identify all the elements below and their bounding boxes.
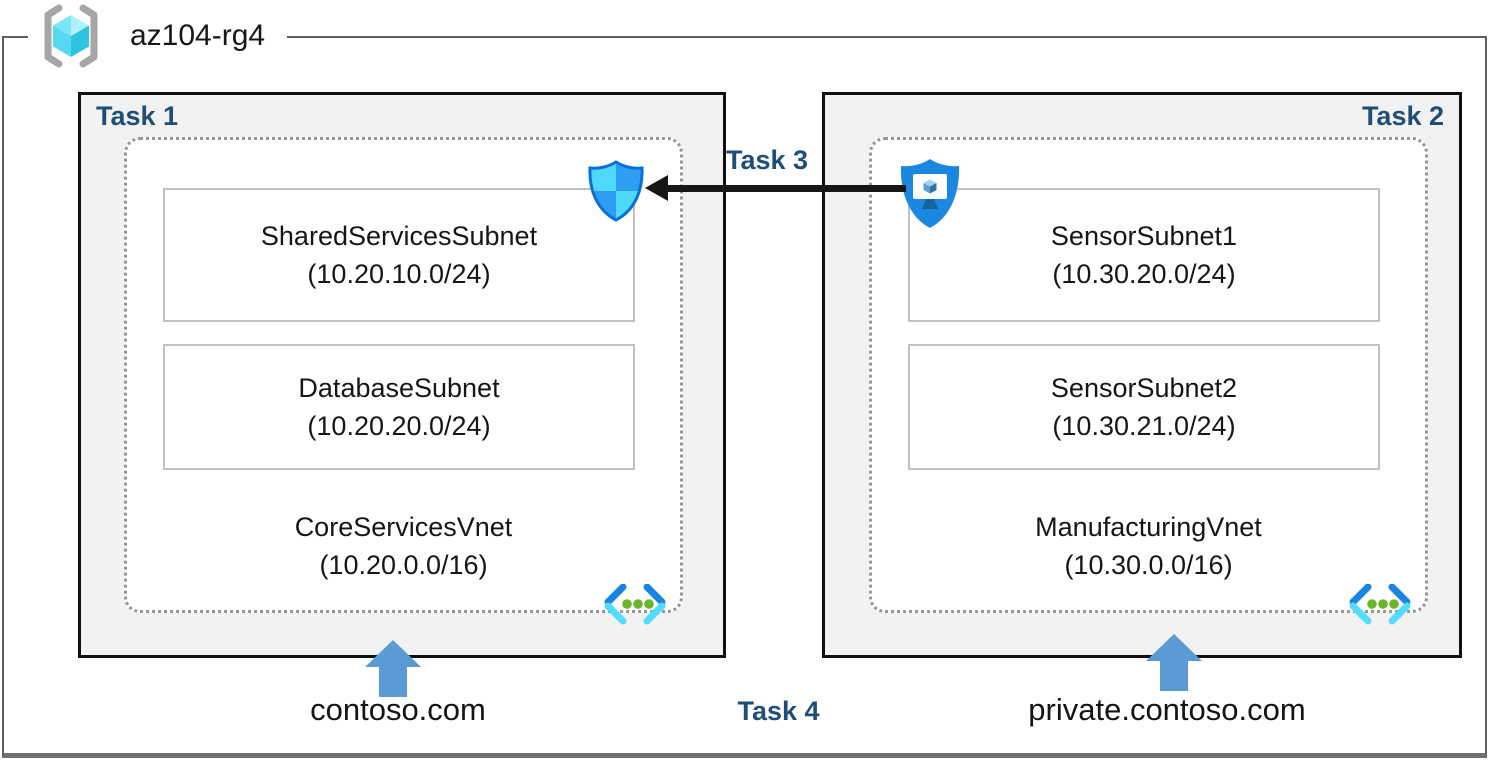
dns-up-arrow-icon <box>365 640 421 697</box>
shared-services-subnet-box: SharedServicesSubnet (10.20.10.0/24) <box>163 188 635 322</box>
dns-zone-label-private-contoso: private.contoso.com <box>1028 692 1306 727</box>
subnet-cidr: (10.20.10.0/24) <box>307 259 491 289</box>
subnet-name: DatabaseSubnet <box>298 373 500 403</box>
virtual-network-icon <box>1349 584 1411 625</box>
up-arrow-head <box>1146 634 1202 661</box>
virtual-network-icon <box>604 584 666 625</box>
peering-arrow-shaft <box>666 185 906 192</box>
sensor-subnet1-box: SensorSubnet1 (10.30.20.0/24) <box>908 188 1380 322</box>
task1-label: Task 1 <box>96 101 179 131</box>
up-arrow-head <box>365 640 421 667</box>
dns-up-arrow-icon <box>1146 634 1202 691</box>
subnet-name: SensorSubnet2 <box>1050 373 1238 403</box>
vnet-caption: CoreServicesVnet (10.20.0.0/16) <box>127 508 680 584</box>
resource-group-header: az104-rg4 <box>28 2 288 70</box>
subnet-name: SharedServicesSubnet <box>260 221 538 251</box>
subnet-cidr: (10.30.21.0/24) <box>1052 411 1236 441</box>
peering-arrow-left-head-icon <box>645 175 668 201</box>
up-arrow-shaft <box>379 667 407 697</box>
subnet-cidr: (10.20.20.0/24) <box>307 411 491 441</box>
task3-label: Task 3 <box>725 145 809 175</box>
core-services-vnet-box: SharedServicesSubnet (10.20.10.0/24) Dat… <box>124 137 683 625</box>
up-arrow-shaft <box>1160 661 1188 691</box>
vnet-name: CoreServicesVnet <box>294 512 513 542</box>
manufacturing-vnet-box: SensorSubnet1 (10.30.20.0/24) SensorSubn… <box>869 137 1428 625</box>
sensor-subnet2-box: SensorSubnet2 (10.30.21.0/24) <box>908 344 1380 470</box>
dns-zone-label-contoso: contoso.com <box>310 692 486 727</box>
resource-group-icon <box>44 4 98 68</box>
vnet-cidr: (10.30.0.0/16) <box>1064 550 1233 580</box>
resource-group-name: az104-rg4 <box>130 19 266 52</box>
vnet-caption: ManufacturingVnet (10.30.0.0/16) <box>872 508 1425 584</box>
task4-label: Task 4 <box>737 696 820 726</box>
task2-label: Task 2 <box>1361 101 1444 131</box>
resource-group-frame <box>2 36 1487 758</box>
vnet-name: ManufacturingVnet <box>1035 512 1262 542</box>
subnet-cidr: (10.30.20.0/24) <box>1052 259 1236 289</box>
subnet-name: SensorSubnet1 <box>1050 221 1238 251</box>
nsg-shield-icon <box>588 160 644 222</box>
database-subnet-box: DatabaseSubnet (10.20.20.0/24) <box>163 344 635 470</box>
vnet-cidr: (10.20.0.0/16) <box>319 550 488 580</box>
bastion-shield-icon <box>900 159 960 228</box>
task2-group-box: Task 2 SensorSubnet1 (10.30.20.0/24) Sen… <box>822 92 1462 658</box>
